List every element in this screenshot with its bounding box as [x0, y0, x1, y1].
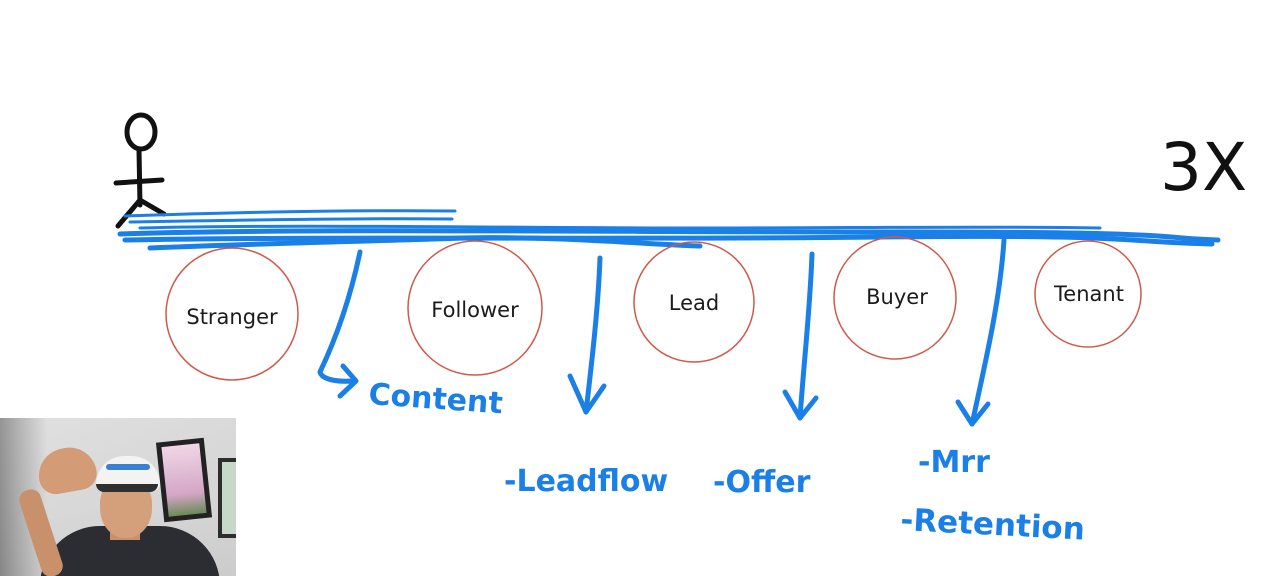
arrow-leadflow: [567, 255, 607, 415]
stage-follower: Follower: [407, 240, 543, 376]
stick-figure-icon: [113, 112, 167, 229]
stage-label-follower: Follower: [431, 298, 519, 322]
stage-label-lead: Lead: [669, 291, 719, 315]
wall-picture-frame: [155, 437, 213, 523]
transition-label-leadflow: -Leadflow: [504, 464, 668, 499]
timeline-line: [117, 209, 1221, 251]
arrow-retention: [955, 237, 1007, 427]
stage-label-stranger: Stranger: [186, 305, 278, 329]
stage-tenant: Tenant: [1034, 240, 1142, 348]
stage-label-tenant: Tenant: [1053, 282, 1124, 306]
transition-label-content: Content: [367, 377, 503, 421]
stage-stranger: Stranger: [165, 247, 299, 381]
stage-label-buyer: Buyer: [866, 285, 928, 309]
transition-label-mrr: -Mrr: [918, 445, 990, 480]
wall-picture-frame-2: [218, 458, 236, 538]
arrow-offer: [782, 251, 819, 421]
multiplier-label: 3X: [1160, 129, 1247, 206]
arrow-content: [317, 249, 363, 399]
transition-label-retention: -Retention: [900, 502, 1086, 548]
presenter-cap-brim: [96, 484, 158, 492]
presenter-webcam: [0, 418, 236, 576]
stage-lead: Lead: [633, 241, 755, 363]
transition-label-offer: -Offer: [713, 465, 811, 500]
stage-buyer: Buyer: [833, 236, 957, 360]
